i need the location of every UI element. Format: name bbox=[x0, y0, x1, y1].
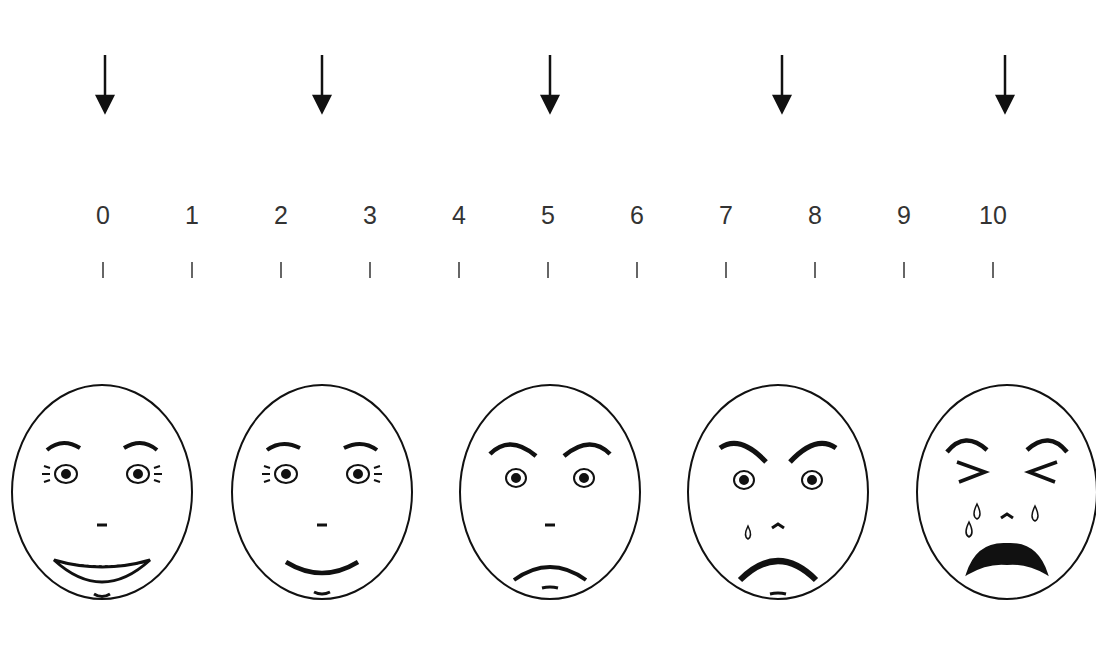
scale-number: 6 bbox=[630, 203, 644, 228]
scale-number: 0 bbox=[96, 203, 110, 228]
scale-number: 1 bbox=[185, 203, 199, 228]
face-hurts-worst bbox=[917, 385, 1096, 599]
scale-number: 3 bbox=[363, 203, 377, 228]
tick-marks bbox=[103, 262, 993, 278]
face-no-hurt bbox=[12, 385, 192, 599]
face-hurts-more bbox=[460, 385, 640, 599]
scale-number: 2 bbox=[274, 203, 288, 228]
face-hurts-lot bbox=[688, 385, 868, 599]
scale-number: 4 bbox=[452, 203, 466, 228]
scale-number: 9 bbox=[897, 203, 911, 228]
scale-number: 7 bbox=[719, 203, 733, 228]
scale-number: 5 bbox=[541, 203, 555, 228]
scale-number: 10 bbox=[979, 203, 1007, 228]
face-hurts-little bbox=[232, 385, 412, 599]
scale-number: 8 bbox=[808, 203, 822, 228]
pointer-arrows bbox=[97, 55, 1013, 112]
